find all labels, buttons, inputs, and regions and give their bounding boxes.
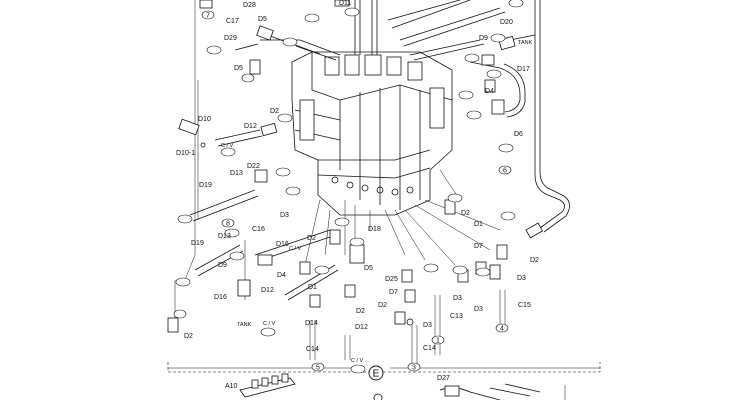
- label-d29: D29: [224, 35, 237, 42]
- control-valve-body: [291, 51, 453, 216]
- callout-1-text: 1: [436, 338, 440, 345]
- label-d27: D27: [437, 375, 450, 382]
- callout-1: 1: [431, 335, 445, 345]
- label-d18: D18: [368, 226, 381, 233]
- label-cv-2: C / V: [289, 246, 302, 252]
- label-d3-right: D3: [517, 275, 526, 282]
- label-d10-1: D10-1: [176, 150, 195, 157]
- label-d14: D14: [305, 320, 318, 327]
- label-d4-top: D4: [485, 88, 494, 95]
- label-d6: D6: [514, 131, 523, 138]
- label-cv-3: C / V: [263, 321, 276, 327]
- label-d17: D17: [517, 66, 530, 73]
- label-d2-lower: D2: [378, 302, 387, 309]
- label-d4-mid: D4: [277, 272, 286, 279]
- label-c16: C16: [252, 226, 265, 233]
- label-d2-right: D2: [461, 210, 470, 217]
- label-d2-mid: D2: [307, 235, 316, 242]
- label-cv-4: C / V: [351, 358, 364, 364]
- callout-7-text: 7: [206, 13, 210, 20]
- callout-3-text: 3: [412, 365, 416, 372]
- label-d10: D10: [198, 116, 211, 123]
- callout-5: 5: [311, 362, 325, 372]
- label-d3-bottom: D3: [423, 322, 432, 329]
- label-d25: D25: [385, 276, 398, 283]
- label-d5-left: D5: [234, 65, 243, 72]
- callout-circles: 7 1 4 8 5 3 6: [201, 10, 512, 372]
- label-d2-center: D2: [356, 308, 365, 315]
- label-d2-top: D2: [270, 108, 279, 115]
- callout-5-text: 5: [316, 365, 320, 372]
- label-c17: C17: [226, 18, 239, 25]
- label-d7-mid: D7: [389, 289, 398, 296]
- label-d28: D28: [243, 2, 256, 9]
- part-labels: C17 D28 D5 D11 D20 D29 D9 TANK D5 D17 D4…: [176, 0, 539, 390]
- label-d3-lower: D3: [474, 306, 483, 313]
- port-tags: [173, 0, 524, 374]
- label-d12-lower: D12: [355, 324, 368, 331]
- label-d12-top: D12: [244, 123, 257, 130]
- label-cv-1: C / V: [221, 143, 234, 149]
- label-d5-mid: D5: [364, 265, 373, 272]
- label-c14-left: C14: [306, 346, 319, 353]
- label-a10: A10: [225, 383, 238, 390]
- callout-3: 3: [407, 362, 421, 372]
- label-d7-right: D7: [474, 243, 483, 250]
- label-d3-mid: D3: [453, 295, 462, 302]
- label-c15: C15: [518, 302, 531, 309]
- pipe-bundle-top: [269, 0, 506, 61]
- label-d1-mid: D1: [308, 284, 317, 291]
- label-d16-mid: D16: [276, 241, 289, 248]
- label-d19-mid: D19: [191, 240, 204, 247]
- label-d3-left: D3: [280, 212, 289, 219]
- pipe-right-loop: [469, 0, 570, 233]
- leader-lines: [174, 0, 506, 365]
- label-d22: D22: [247, 163, 260, 170]
- label-d16-left: D16: [214, 294, 227, 301]
- callout-6: 6: [498, 165, 512, 175]
- label-c14-right: C14: [423, 345, 436, 352]
- label-d2-far-right: D2: [530, 257, 539, 264]
- label-d11: D11: [339, 0, 351, 7]
- label-d9-top: D9: [479, 35, 488, 42]
- label-d19-top: D19: [199, 182, 212, 189]
- section-marker-text: E: [373, 369, 380, 380]
- label-d5-top: D5: [258, 16, 267, 23]
- callout-7: 7: [201, 10, 215, 20]
- callout-8-text: 8: [226, 221, 230, 228]
- section-divider: [167, 362, 601, 373]
- label-tank-top: TANK: [518, 40, 533, 46]
- label-d13-mid: D13: [218, 233, 231, 240]
- section-marker-e: E: [368, 365, 384, 381]
- label-d2-far-left: D2: [184, 333, 193, 340]
- label-d1-right: D1: [474, 221, 483, 228]
- label-d13-top: D13: [230, 170, 243, 177]
- label-d9-mid: D9: [218, 262, 227, 269]
- lower-detail-view: [239, 373, 566, 400]
- label-c13: C13: [450, 313, 463, 320]
- callout-4-text: 4: [500, 326, 504, 333]
- callout-6-text: 6: [503, 168, 507, 175]
- label-tank-bottom: TANK: [237, 322, 252, 328]
- callout-4: 4: [495, 323, 509, 333]
- callout-8: 8: [221, 218, 235, 228]
- label-d12-mid: D12: [261, 287, 274, 294]
- label-d20: D20: [500, 19, 513, 26]
